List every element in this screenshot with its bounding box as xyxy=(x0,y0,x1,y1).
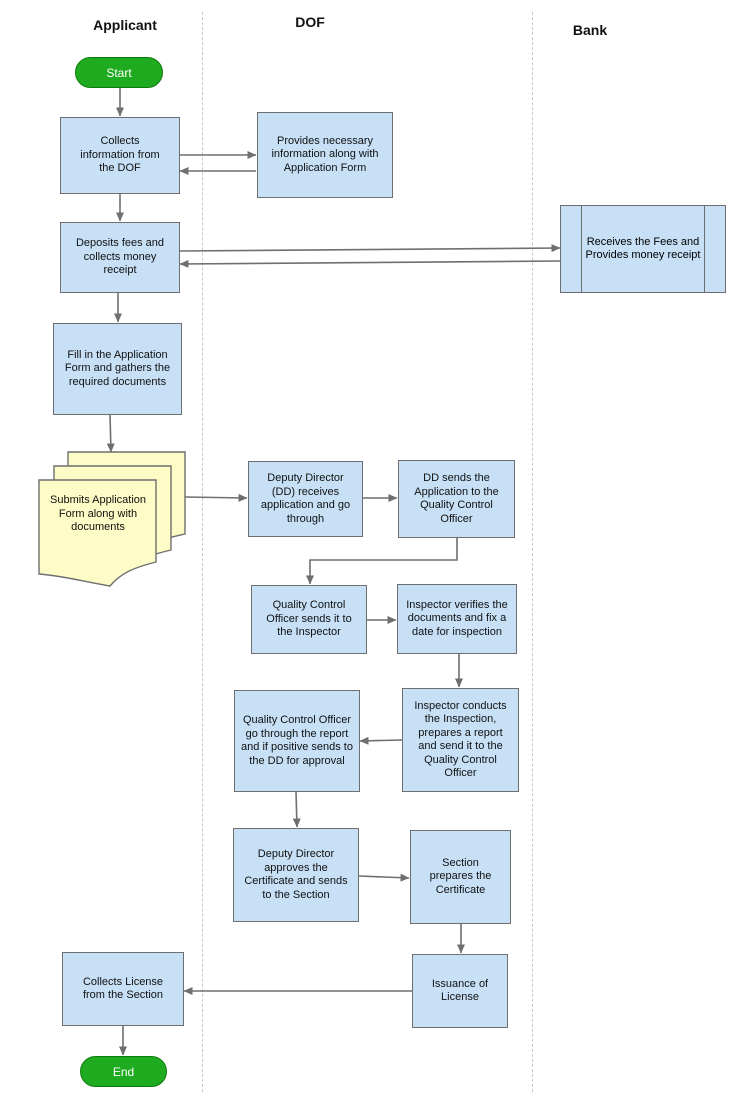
process-receives-fees: Receives the Fees and Provides money rec… xyxy=(560,205,726,293)
document-submits-form: Submits Application Form along with docu… xyxy=(50,494,146,533)
process-fill-form: Fill in the Application Form and gathers… xyxy=(53,323,182,415)
process-inspector-verifies: Inspector verifies the documents and fix… xyxy=(397,584,517,654)
lane-title-bank: Bank xyxy=(572,22,608,38)
process-dd-approves: Deputy Director approves the Certificate… xyxy=(233,828,359,922)
process-section-prepares: Section prepares the Certificate xyxy=(410,830,511,924)
start-terminal: Start xyxy=(75,57,163,88)
lane-divider-2 xyxy=(532,12,533,1092)
process-provides-info: Provides necessary information along wit… xyxy=(257,112,393,198)
process-collects-license: Collects License from the Section xyxy=(62,952,184,1026)
lane-title-applicant: Applicant xyxy=(93,17,157,33)
process-issuance: Issuance of License xyxy=(412,954,508,1028)
document-stack-shape xyxy=(38,451,186,587)
lane-title-dof: DOF xyxy=(295,14,325,30)
process-qco-sends: Quality Control Officer sends it to the … xyxy=(251,585,367,654)
end-terminal: End xyxy=(80,1056,167,1087)
process-dd-sends: DD sends the Application to the Quality … xyxy=(398,460,515,538)
lane-divider-1 xyxy=(202,12,203,1092)
process-dd-receives: Deputy Director (DD) receives applicatio… xyxy=(248,461,363,537)
process-collects-info: Collects information from the DOF xyxy=(60,117,180,194)
process-qco-reviews: Quality Control Officer go through the r… xyxy=(234,690,360,792)
process-inspector-conducts: Inspector conducts the Inspection, prepa… xyxy=(402,688,519,792)
process-deposits-fees: Deposits fees and collects money receipt xyxy=(60,222,180,293)
